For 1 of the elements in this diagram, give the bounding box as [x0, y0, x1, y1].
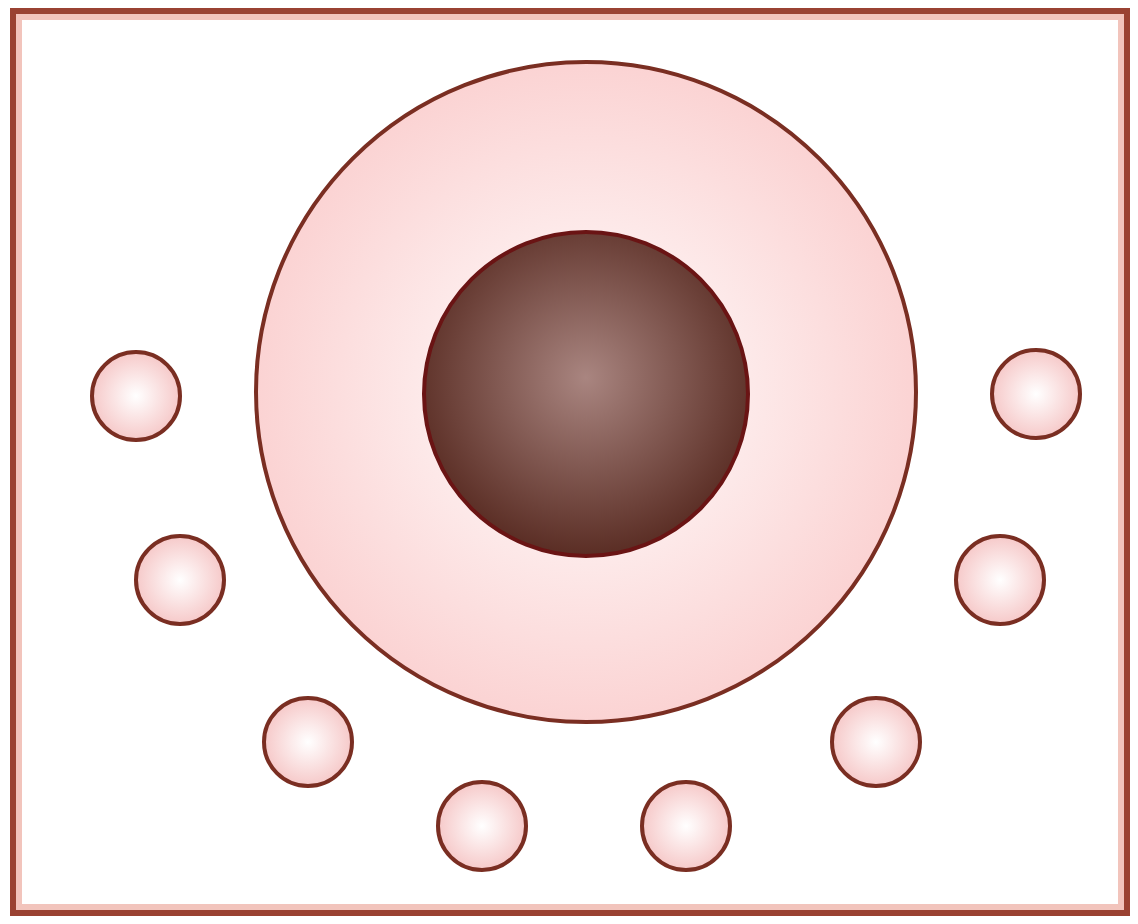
- frame-box: [9, 8, 1129, 916]
